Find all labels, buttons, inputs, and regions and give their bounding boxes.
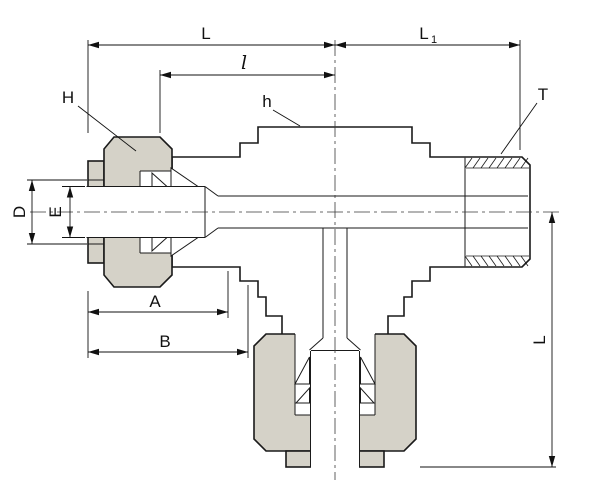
left-ferrules [151, 167, 200, 257]
dim-A-bottom [88, 308, 228, 316]
dim-label-E: E [46, 206, 65, 217]
fitting-body [171, 126, 531, 346]
dim-label-L-top: L [201, 24, 210, 43]
dim-label-L-right: L [530, 335, 549, 344]
dim-label-l-mid: l [241, 52, 247, 74]
body-outline [171, 126, 531, 346]
dim-label-A: A [149, 292, 161, 311]
extension-lines [27, 40, 556, 468]
dim-L-top [88, 41, 335, 49]
dim-L1-top [335, 41, 520, 49]
leader-T [500, 102, 538, 155]
dim-l-mid [160, 71, 335, 79]
bottom-ferrules [294, 356, 376, 404]
dim-label-L1-base: L [419, 24, 428, 43]
dim-label-L1-sub: 1 [431, 34, 437, 46]
dim-L-right [548, 212, 556, 467]
centerlines [30, 40, 562, 480]
internal-bore-lines [86, 170, 528, 468]
dim-label-D: D [10, 206, 29, 218]
dim-label-B: B [159, 332, 170, 351]
dim-D-left [28, 180, 36, 244]
dim-B-bottom [88, 348, 248, 356]
callout-label-H: H [62, 88, 74, 107]
callout-label-T: T [538, 85, 548, 104]
callout-leaders [77, 102, 538, 155]
callout-label-h: h [262, 92, 271, 111]
leader-H [77, 105, 137, 152]
dim-E-left [66, 186, 74, 238]
leader-h [272, 109, 301, 127]
thread-hatching [464, 157, 529, 267]
